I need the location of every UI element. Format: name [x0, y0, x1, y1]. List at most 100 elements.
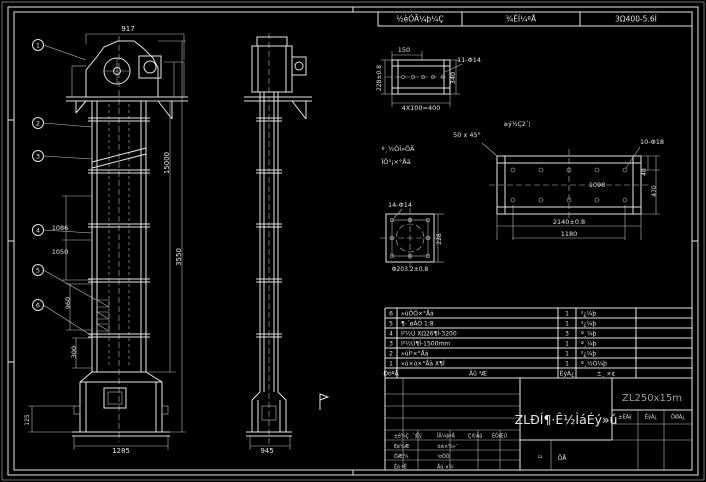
drive-motor	[138, 55, 162, 79]
header-strip: ½èÓÃ¼þ¼Ç ¾ÉÍ¼ºÅ 3Ω400-5.6Í	[377, 12, 692, 27]
balloon-circle	[32, 299, 44, 311]
titleblock-cell: Éó ºË	[394, 462, 407, 470]
titleblock-stat: ÖØÁ¿	[671, 414, 685, 421]
balloon-leader	[43, 304, 93, 337]
parts-cell: »úÍ²×°Åä	[401, 351, 429, 358]
parts-cell: 6	[389, 311, 393, 318]
parts-cell: ²¿¼þ	[581, 321, 596, 328]
balloon-leader	[43, 229, 93, 234]
parts-cell: 1	[565, 351, 569, 358]
flange-detail	[380, 208, 444, 268]
titleblock-stat: ±ÈÀý	[618, 413, 631, 421]
balloon-circle	[32, 39, 44, 51]
dim-height-outer: 3550	[175, 248, 183, 266]
dim-flange-dia: Φ203.2±0.8	[392, 266, 429, 273]
note-weld-2: ÏÖ³¡×°Åä	[381, 157, 410, 166]
parts-cell: 4	[389, 331, 393, 338]
dim-plate-holes: 10-Φ18	[640, 138, 664, 146]
casing-flanges	[88, 117, 150, 338]
parts-cell: 2	[389, 351, 393, 358]
balloon-circle	[32, 224, 44, 236]
side-boot	[246, 391, 292, 437]
note-chamfer: 50 x 45°	[453, 131, 481, 139]
front-dim-lines	[28, 33, 186, 450]
dim-left-c: 960	[64, 297, 72, 309]
balloon-number: 6	[36, 301, 40, 309]
drawing-title: ZLÐÍ¶·Ê½ÌáÉý»ú	[515, 412, 618, 427]
plate-dim-lines	[481, 142, 660, 240]
parts-cell: 5	[389, 321, 393, 328]
head-hood	[85, 40, 159, 97]
header-cell-3: 3Ω400-5.6Í	[615, 15, 657, 24]
header-cell-2: ¾ÉÍ¼ºÅ	[506, 15, 537, 24]
titleblock-cell: ±ê×¼»¯	[437, 443, 458, 450]
parts-cell: 1	[565, 311, 569, 318]
dim-left-e: 125	[24, 414, 31, 426]
title-block: ZLÐÍ¶·Ê½ÌáÉý»ú ¹² ÕÅ ZL250x15m	[384, 377, 693, 471]
dim-left-a: 1086	[52, 224, 69, 232]
note-weld-1: º¸½ÓÎ»ÖÃ	[382, 144, 416, 153]
titleblock-cell: ÈÕÆÚ	[492, 432, 507, 440]
parts-cell: Í²½Ú XΩ26¶Î-3200	[401, 331, 457, 338]
dim-channel-150: 150	[398, 46, 410, 54]
balloon-number: 1	[36, 41, 40, 49]
note-chamfer-2: ≥ý½Ç2´¦	[503, 121, 530, 128]
dim-flange-228: 228	[436, 233, 443, 245]
parts-cell: 3	[389, 341, 393, 348]
titleblock-cell: ÖÆÍ¼	[394, 453, 409, 460]
parts-cell: »ú×ù×°Åä X¶Î	[401, 361, 445, 368]
plate-holes	[510, 167, 628, 203]
front-view	[28, 33, 188, 450]
balloon-circle	[32, 264, 44, 276]
channel-dim-lines	[381, 51, 463, 107]
boot-section	[72, 371, 170, 437]
dim-channel-340: 340	[449, 72, 457, 84]
titleblock-cell: Ç©Ãû	[468, 433, 482, 440]
dim-flange-holes: 14-Φ14	[388, 201, 412, 209]
boot-window	[103, 387, 127, 409]
dim-top-width: 917	[121, 25, 134, 33]
balloon-leader	[43, 155, 93, 160]
parts-header-cell: ±¸ ×¢	[597, 371, 616, 378]
parts-header-cell: ÊýÁ¿	[560, 370, 575, 378]
parts-cell: º¸¼þ	[581, 341, 597, 348]
parts-cell: ¶·´øÂÖ 1:8	[401, 321, 434, 328]
table-text: 6 »úÕÖ×°Åä 1 ²¿¼þ 5 ¶·´øÂÖ 1:8 1 ²¿¼þ 4 Í²½Ú XΩ26…	[383, 311, 685, 471]
dim-plate-1098: 1098	[589, 181, 606, 189]
parts-header-cell: Ãû ³Æ	[469, 371, 487, 378]
dim-left-d: 300	[70, 346, 78, 358]
dim-plate-1180: 1180	[561, 230, 578, 238]
dim-plate-40: 40	[641, 168, 648, 176]
balloon-number: 4	[36, 226, 40, 234]
parts-cell: Í²½Ú¶Î-1500mm	[401, 341, 450, 348]
parts-cell: ²¿¼þ	[581, 351, 596, 358]
parts-cell: »úÕÖ×°Åä	[401, 311, 434, 318]
balloon-number: 2	[36, 119, 40, 127]
balloon-circle	[32, 117, 44, 129]
dim-channel-228: 228±0.8	[376, 65, 383, 91]
parts-cell: 1	[565, 361, 569, 368]
balloon-circle	[32, 150, 44, 162]
balloon-leader	[43, 44, 87, 61]
titleblock-cell: ´¦Êý	[412, 432, 422, 440]
channel-detail	[381, 51, 463, 107]
drawing-model: ZL250x15m	[622, 393, 682, 404]
dim-left-b: 1050	[52, 248, 69, 256]
balloon-number: 5	[36, 266, 40, 274]
parts-cell: 1	[389, 361, 393, 368]
dim-height-inner: 15000	[163, 152, 171, 174]
titleblock-cell: Åú ×¼	[437, 463, 454, 470]
pages-label-1: ¹²	[538, 455, 543, 462]
dim-plate-470: 470	[651, 185, 658, 197]
dim-side-base: 945	[260, 447, 273, 455]
section-flag	[319, 393, 330, 410]
balloon-leader	[43, 269, 97, 301]
pages-label-2: ÕÅ	[558, 455, 568, 462]
parts-cell: 1	[565, 321, 569, 328]
